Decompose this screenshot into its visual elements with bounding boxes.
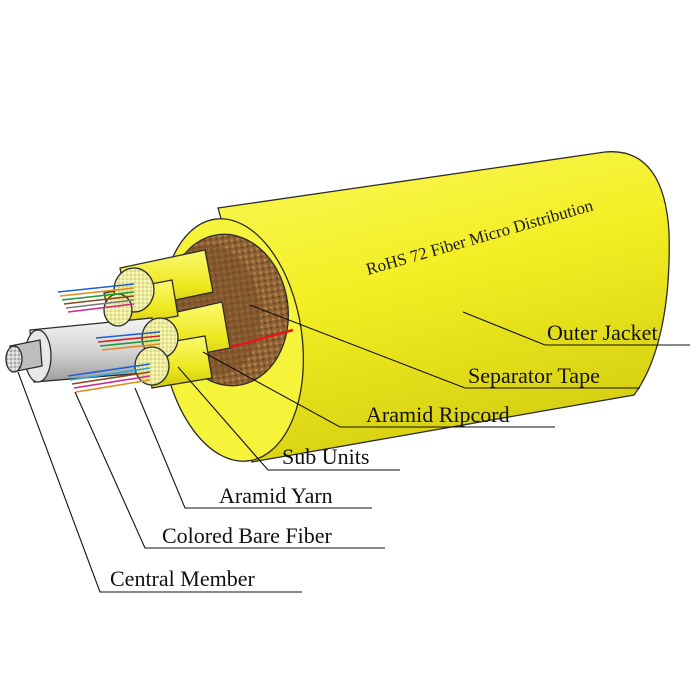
aramid-ripcord (219, 328, 294, 352)
label-aramid-yarn: Aramid Yarn (219, 483, 333, 508)
label-aramid-ripcord: Aramid Ripcord (366, 402, 510, 427)
central-member (5, 339, 43, 373)
label-separator-tape: Separator Tape (468, 363, 600, 388)
aramid-yarn (103, 267, 179, 386)
colored-bare-fiber (57, 283, 161, 393)
label-sub-units: Sub Units (282, 444, 369, 469)
leader-lines (17, 304, 690, 593)
label-central-member: Central Member (110, 566, 255, 591)
label-colored-bare-fiber: Colored Bare Fiber (162, 523, 333, 548)
label-outer-jacket: Outer Jacket (547, 320, 658, 345)
